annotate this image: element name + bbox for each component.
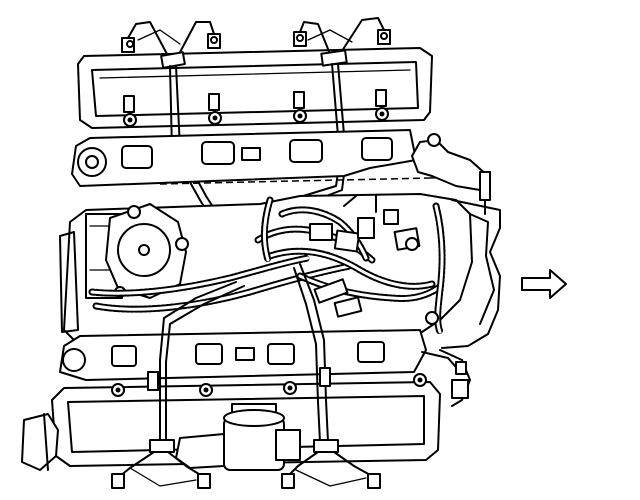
right-bracket	[439, 349, 471, 407]
vacuum-pump	[105, 203, 189, 299]
wiring-harness	[88, 195, 446, 336]
egr-valve	[175, 403, 301, 471]
thermostat-housing	[411, 133, 491, 215]
upper-intake-gasket	[71, 129, 471, 187]
lower-intake-gasket	[59, 329, 463, 381]
upper-valve-cover	[77, 47, 433, 129]
upper-cover-bolts	[123, 89, 389, 127]
front-arrow-icon	[521, 269, 567, 299]
lower-cover-bolts	[111, 373, 427, 397]
lower-fuel-injection-lines	[111, 263, 381, 489]
engine-block	[59, 193, 501, 349]
